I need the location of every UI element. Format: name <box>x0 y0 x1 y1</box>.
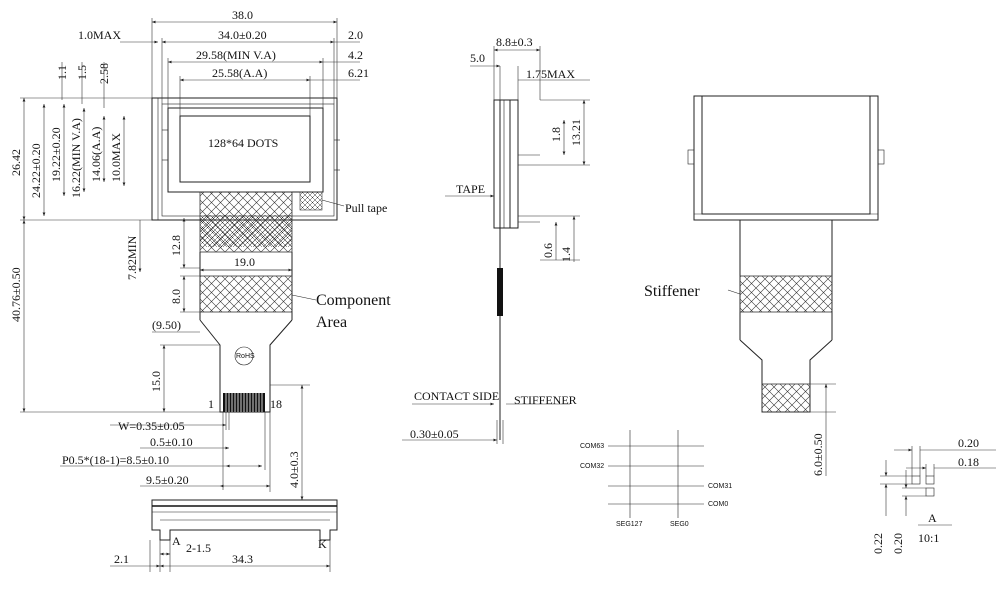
display-label: 128*64 DOTS <box>208 136 278 150</box>
dim-10max: 10.0MAX <box>109 133 123 182</box>
dim-pin-0-5: 0.5±0.10 <box>150 435 193 449</box>
detail-a-label: A <box>928 511 937 525</box>
component-area <box>199 275 293 313</box>
dim-0-30: 0.30±0.05 <box>410 427 459 441</box>
back-view: Stiffener 6.0±0.50 <box>644 95 885 476</box>
dim-40-76: 40.76±0.50 <box>9 267 23 322</box>
dim-0-6: 0.6 <box>541 243 555 258</box>
dim-16-22: 16.22(MIN V.A) <box>69 118 83 198</box>
dim-1-75max: 1.75MAX <box>526 67 575 81</box>
dim-6-21: 6.21 <box>348 66 369 80</box>
seg0-label: SEG0 <box>670 521 689 528</box>
dim-24-22: 24.22±0.20 <box>29 143 43 198</box>
dim-4-2: 4.2 <box>348 48 363 62</box>
rohs-mark <box>234 346 254 366</box>
detail-dim-0-20-side: 0.20 <box>891 533 905 554</box>
pull-tape-label: Pull tape <box>345 201 387 215</box>
dim-8-8: 8.8±0.3 <box>496 35 533 49</box>
back-contact-area <box>761 383 811 413</box>
dim-19-0: 19.0 <box>234 255 255 269</box>
dim-15-0: 15.0 <box>149 371 163 392</box>
dim-6-0: 6.0±0.50 <box>811 433 825 476</box>
dim-2-1-5: 2-1.5 <box>186 541 211 555</box>
detail-dim-0-18: 0.18 <box>958 455 979 469</box>
dim-2-1: 2.1 <box>114 552 129 566</box>
dim-pin-w: W=0.35±0.05 <box>118 419 185 433</box>
dim-1-4: 1.4 <box>559 247 573 262</box>
component-area-label-2: Area <box>316 314 347 331</box>
seg127-label: SEG127 <box>616 521 643 528</box>
dim-4-0: 4.0±0.3 <box>287 451 301 488</box>
detail-a: 0.20 0.18 0.22 0.20 A 10:1 <box>871 436 996 554</box>
dim-pin-pitch: P0.5*(18-1)=8.5±0.10 <box>62 453 169 467</box>
connector-label-a: A <box>172 534 181 548</box>
stiffener-side-label: STIFFENER <box>514 393 577 407</box>
pin-last-label: 18 <box>270 397 282 411</box>
dim-34-3: 34.3 <box>232 552 253 566</box>
dim-5-0: 5.0 <box>470 51 485 65</box>
dim-34: 34.0±0.20 <box>218 28 267 42</box>
dim-19-22: 19.22±0.20 <box>49 127 63 182</box>
dim-pin-9-5: 9.5±0.20 <box>146 473 189 487</box>
dim-14-06: 14.06(A.A) <box>89 127 103 182</box>
connector-view: A K 2.1 2-1.5 34.3 <box>110 499 338 572</box>
back-stiffener-area <box>739 275 833 313</box>
pin-first-label: 1 <box>208 397 214 411</box>
connector-label-k: K <box>318 537 327 551</box>
component-area-label-1: Component <box>316 292 391 309</box>
rohs-label: RoHS <box>236 353 255 360</box>
com32-label: COM32 <box>580 463 604 470</box>
dim-29-58: 29.58(MIN V.A) <box>196 48 276 62</box>
dim-12-8: 12.8 <box>169 235 183 256</box>
com-seg-diagram: COM63 COM32 COM31 COM0 SEG127 SEG0 <box>580 430 732 528</box>
detail-scale: 10:1 <box>918 531 939 545</box>
com31-label: COM31 <box>708 483 732 490</box>
pull-tape-area <box>299 191 323 211</box>
com0-label: COM0 <box>708 501 728 508</box>
detail-dim-0-20-top: 0.20 <box>958 436 979 450</box>
dim-1max: 1.0MAX <box>78 28 121 42</box>
dim-9-50: (9.50) <box>152 318 181 332</box>
back-stiffener-label: Stiffener <box>644 283 700 300</box>
front-view: 128*64 DOTS Pull tape Component Area RoH… <box>9 8 391 500</box>
dim-1-8: 1.8 <box>549 127 563 142</box>
dim-8-0: 8.0 <box>169 289 183 304</box>
dim-7-82min: 7.82MIN <box>125 235 139 280</box>
com63-label: COM63 <box>580 443 604 450</box>
dim-26-42: 26.42 <box>9 149 23 176</box>
dim-25-58: 25.58(A.A) <box>212 66 267 80</box>
side-stiffener-bar <box>497 268 503 316</box>
dim-2-0: 2.0 <box>348 28 363 42</box>
detail-dim-0-22: 0.22 <box>871 533 885 554</box>
dim-38: 38.0 <box>232 8 253 22</box>
tape-label: TAPE <box>456 182 485 196</box>
dim-13-21: 13.21 <box>569 119 583 146</box>
side-view: 8.8±0.3 5.0 1.75MAX 1.8 13.21 0.6 1.4 TA… <box>402 35 590 444</box>
contact-side-label: CONTACT SIDE <box>414 389 499 403</box>
active-area <box>167 107 324 193</box>
